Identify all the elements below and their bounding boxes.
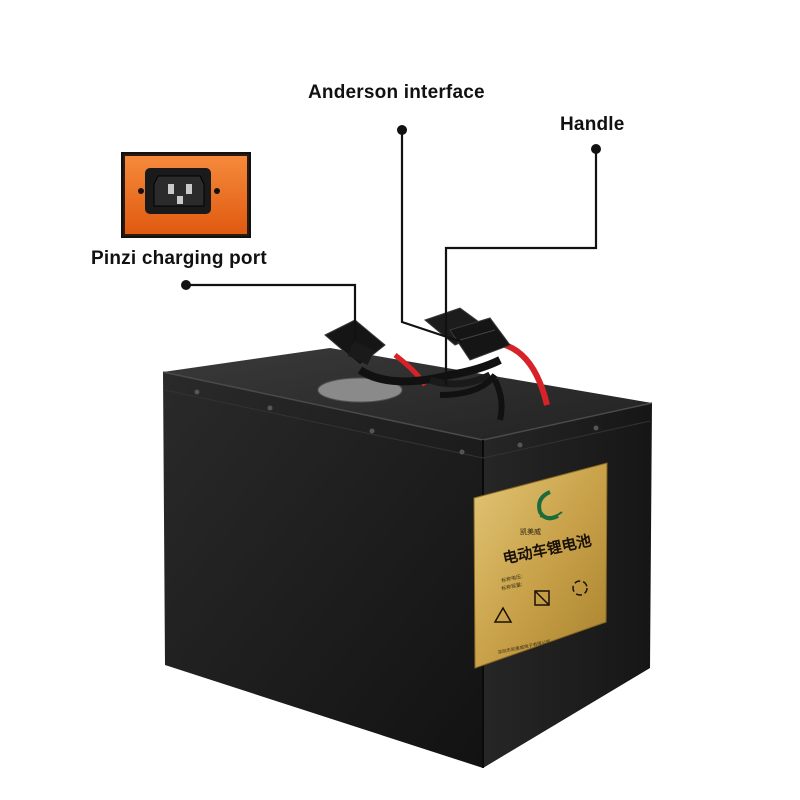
logo-icon [537,490,563,521]
label-brand: 凯美威 [520,527,541,536]
anderson-dot [397,125,407,135]
handle-dot [591,144,601,154]
battery-left-face [163,372,483,768]
red-cable [503,342,550,406]
no-disposal-icon [534,590,550,606]
anderson-interface-label: Anderson interface [308,82,485,103]
battery-top-face [163,348,652,440]
leader-pinzi [186,283,357,340]
warning-icon [493,606,513,623]
leader-handle [444,149,598,385]
leader-lines [186,130,598,385]
charging-port-label: Pinzi charging port [91,248,267,269]
label-spec-2: 标称容量: [501,581,524,592]
power-socket-icon [138,168,220,214]
leader-anderson [400,130,463,344]
charging-port-inset [121,152,251,238]
battery-label: 凯美威 电动车锂电池 标称电压: 标称容量: 深圳市凯美威电子有限公司 [473,462,608,669]
pinzi-dot [181,280,191,290]
recycle-icon [572,580,588,596]
anderson-connector [423,307,511,361]
label-spec-1: 标称电压: [501,573,524,584]
handle-label: Handle [560,114,625,135]
top-connectors [317,307,550,421]
pinzi-plug [324,319,386,366]
